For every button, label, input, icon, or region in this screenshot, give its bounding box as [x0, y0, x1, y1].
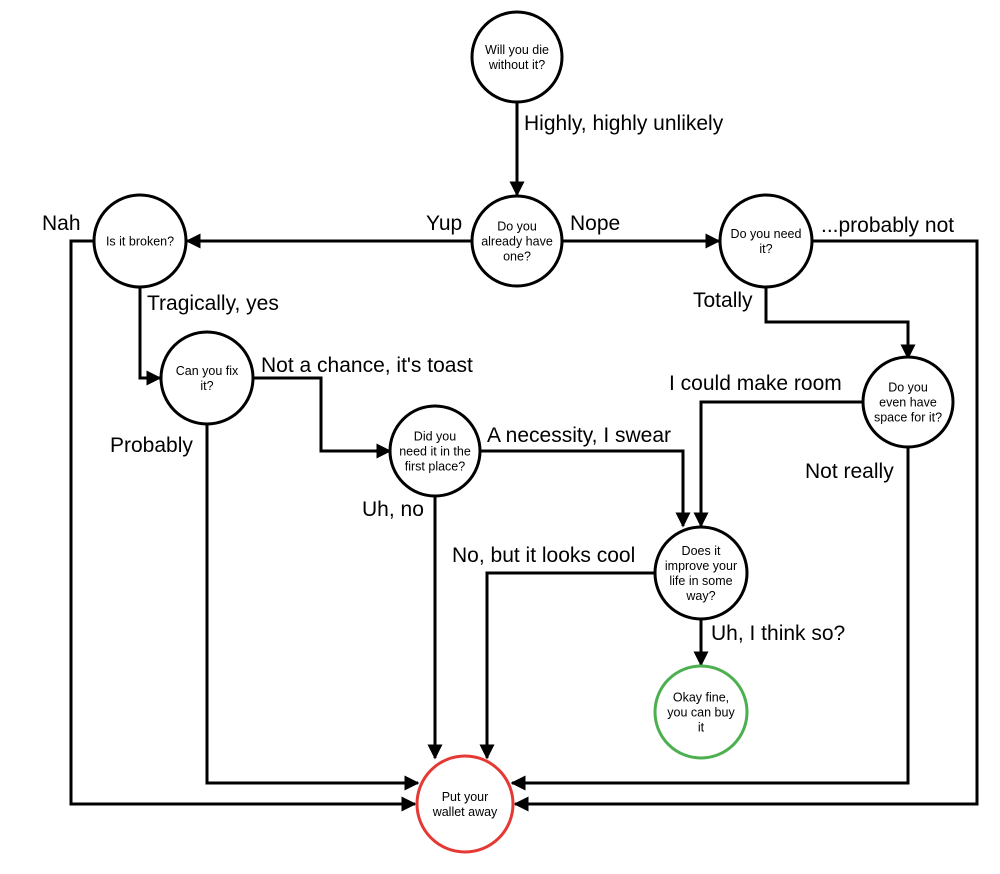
edge-label-space-wallet: Not really: [805, 460, 894, 483]
edge-label-first-wallet: Uh, no: [362, 498, 424, 521]
edge-label-fix-first: Not a chance, it's toast: [261, 354, 473, 377]
node-label-line: you can buy: [667, 706, 735, 720]
node-label-line: it: [698, 721, 705, 735]
node-label-line: wallet away: [432, 805, 498, 819]
node-label-line: Do you need: [731, 227, 802, 241]
node-label-line: Okay fine,: [673, 691, 729, 705]
node-label-line: way?: [685, 589, 715, 603]
node-label-line: Can you fix: [176, 364, 239, 378]
edge-label-have-need: Nope: [570, 212, 620, 235]
edge-space-to-wallet: [510, 447, 910, 791]
node-label-line: Do you: [497, 220, 537, 234]
edge-first-to-improve: [480, 449, 691, 528]
edge-fix-to-first: [253, 376, 392, 459]
edge-fix-to-wallet: [205, 424, 420, 791]
node-label-line: Is it broken?: [106, 235, 174, 249]
node-label-line: it?: [200, 379, 213, 393]
edge-need-to-wallet: [513, 239, 979, 812]
edge-label-broken-fix: Tragically, yes: [147, 292, 279, 315]
edge-label-die-have: Highly, highly unlikely: [524, 112, 724, 135]
edge-label-first-improve: A necessity, I swear: [487, 424, 671, 447]
node-label-line: Did you: [414, 430, 456, 444]
node-is-it-broken: Is it broken?: [92, 193, 188, 289]
edge-broken-to-fix: [138, 286, 162, 386]
edge-label-fix-wallet: Probably: [110, 434, 193, 457]
edge-label-space-improve: I could make room: [669, 372, 842, 395]
node-label-line: one?: [503, 250, 531, 264]
edge-space-to-improve: [693, 400, 863, 528]
edge-label-have-broken: Yup: [426, 212, 462, 235]
edge-need-to-space: [764, 286, 916, 360]
node-label-line: improve your: [665, 559, 737, 573]
node-label-line: first place?: [405, 460, 465, 474]
node-label-line: Will you die: [485, 43, 549, 57]
edge-label-improve-wallet: No, but it looks cool: [452, 544, 635, 567]
node-label-line: need it in the: [399, 445, 471, 459]
edge-label-broken-wallet: Nah: [42, 212, 81, 235]
node-label-line: Does it: [682, 544, 721, 558]
edge-label-need-space: Totally: [693, 289, 753, 312]
node-label-line: Do you: [888, 381, 928, 395]
node-label-line: space for it?: [874, 411, 942, 425]
edge-label-improve-buy: Uh, I think so?: [711, 622, 845, 645]
edge-improve-to-wallet: [479, 571, 655, 760]
node-label-line: life in some: [669, 574, 732, 588]
edge-label-need-wallet: ...probably not: [821, 214, 954, 237]
edge-broken-to-wallet: [69, 239, 417, 812]
node-label-line: even have: [879, 396, 937, 410]
node-label-line: without it?: [488, 58, 545, 72]
node-label-line: already have: [481, 235, 553, 249]
node-label-line: Put your: [442, 790, 489, 804]
node-label-line: it?: [759, 242, 772, 256]
